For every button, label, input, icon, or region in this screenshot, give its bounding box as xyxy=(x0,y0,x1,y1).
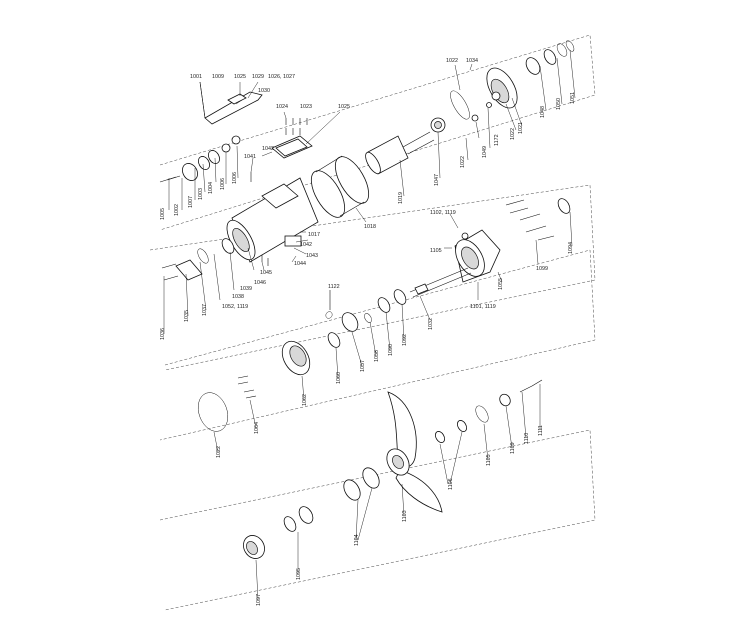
mechanical-seal xyxy=(327,289,407,348)
label-1102: 1102, 1119 xyxy=(430,210,456,216)
inspection-cover xyxy=(271,135,313,159)
shaft xyxy=(409,267,472,298)
pin-1122 xyxy=(325,290,333,319)
label-1052b: 1052, 1119 xyxy=(222,304,248,310)
label-1035: 1035 xyxy=(184,310,190,322)
propeller xyxy=(386,391,443,513)
label-1048: 1048 xyxy=(540,106,546,118)
label-1041: 1041 xyxy=(244,154,256,160)
label-1099: 1099 xyxy=(536,266,548,272)
label-1097: 1097 xyxy=(256,594,262,606)
seal-housing xyxy=(454,229,501,283)
label-1122: 1122 xyxy=(328,284,340,290)
label-1020: 1022 xyxy=(510,128,516,140)
label-1057: 1057 xyxy=(360,360,366,372)
label-1105a: 1105 xyxy=(430,248,442,254)
label-1036: 1036 xyxy=(160,328,166,340)
label-1039: 1039 xyxy=(240,286,252,292)
label-1004: 1004 xyxy=(208,182,214,194)
part-labels: 1001 1009 1025 1029 1026, 1027 1030 1024… xyxy=(160,58,576,606)
label-1050: 1050 xyxy=(556,98,562,110)
label-1006: 1006 xyxy=(232,172,238,184)
label-1038: 1038 xyxy=(232,294,244,300)
propeller-rings xyxy=(343,467,380,501)
cable-entry-left xyxy=(159,135,241,183)
label-1002: 1002 xyxy=(174,204,180,216)
label-1109: 1109 xyxy=(510,442,516,454)
label-1090: 1090 xyxy=(388,344,394,356)
label-1105b: 1105 xyxy=(486,454,492,466)
label-1009: 1009 xyxy=(212,74,224,80)
label-1005b: 1006 xyxy=(220,178,226,190)
label-1103: 1103 xyxy=(402,510,408,522)
o-ring-large xyxy=(197,392,229,432)
label-1005: 1005 xyxy=(160,208,166,220)
bolts-middle xyxy=(237,199,555,399)
top-bearings-seals xyxy=(430,90,492,133)
label-1043: 1043 xyxy=(306,253,318,259)
label-1104: 1104 xyxy=(354,534,360,546)
label-1003: 1003 xyxy=(198,188,204,200)
end-ring-middle xyxy=(557,198,571,214)
label-1095: 1095 xyxy=(296,568,302,580)
label-1022c: 1022 xyxy=(446,58,458,64)
label-1034: 1034 xyxy=(466,58,478,64)
label-1025a: 1025 xyxy=(234,74,246,80)
label-1032: 1032 xyxy=(428,318,434,330)
label-1042b: 1042 xyxy=(300,242,312,248)
gear-ring xyxy=(281,340,311,376)
label-1101: 1101, 1119 xyxy=(470,304,496,310)
label-1007: 1007 xyxy=(188,196,194,208)
label-1094: 1094 xyxy=(568,242,574,254)
label-1017: 1017 xyxy=(308,232,320,238)
label-1018: 1018 xyxy=(364,224,376,230)
rotor xyxy=(365,131,435,175)
label-1001: 1001 xyxy=(190,74,202,80)
bottom-bearings xyxy=(243,506,314,559)
label-1106: 1106 xyxy=(448,478,454,490)
label-1051: 1051 xyxy=(570,92,576,104)
label-1025b: 1025 xyxy=(338,104,350,110)
label-1037: 1037 xyxy=(202,304,208,316)
label-1046: 1046 xyxy=(254,280,266,286)
label-1019: 1019 xyxy=(398,192,404,204)
label-1030: 1030 xyxy=(258,88,270,94)
label-1042a: 1042 xyxy=(262,146,274,152)
label-1110: 1110 xyxy=(524,433,530,444)
label-1060: 1060 xyxy=(336,372,342,384)
bolts-top xyxy=(250,118,308,266)
label-1062: 1062 xyxy=(302,394,308,406)
label-1092: 1092 xyxy=(402,334,408,346)
stator-core xyxy=(310,155,370,218)
label-1022a: 1022 xyxy=(460,156,466,168)
bearing-shield xyxy=(486,67,518,109)
label-1111: 1111 xyxy=(538,425,544,436)
label-1022-ring: 1022 xyxy=(216,446,222,458)
label-1045: 1045 xyxy=(260,270,272,276)
label-1023: 1023 xyxy=(300,104,312,110)
hub-seals xyxy=(435,379,543,443)
label-1049: 1049 xyxy=(482,146,488,158)
label-1024: 1024 xyxy=(276,104,288,110)
label-1044: 1044 xyxy=(294,261,306,267)
label-1172: 1172 xyxy=(494,134,500,146)
label-1064: 1064 xyxy=(254,422,260,434)
handle-assembly xyxy=(199,81,263,125)
label-1047: 1047 xyxy=(434,174,440,186)
label-1021: 1021 xyxy=(518,122,524,134)
terminal-plate xyxy=(161,238,235,281)
end-rings-top xyxy=(525,40,575,75)
leader-lines xyxy=(163,49,576,601)
label-1026: 1026, 1027 xyxy=(268,74,295,80)
stator-housing xyxy=(226,177,319,263)
label-1058: 1058 xyxy=(374,350,380,362)
label-1055: 1055 xyxy=(498,278,504,290)
label-1029: 1029 xyxy=(252,74,264,80)
